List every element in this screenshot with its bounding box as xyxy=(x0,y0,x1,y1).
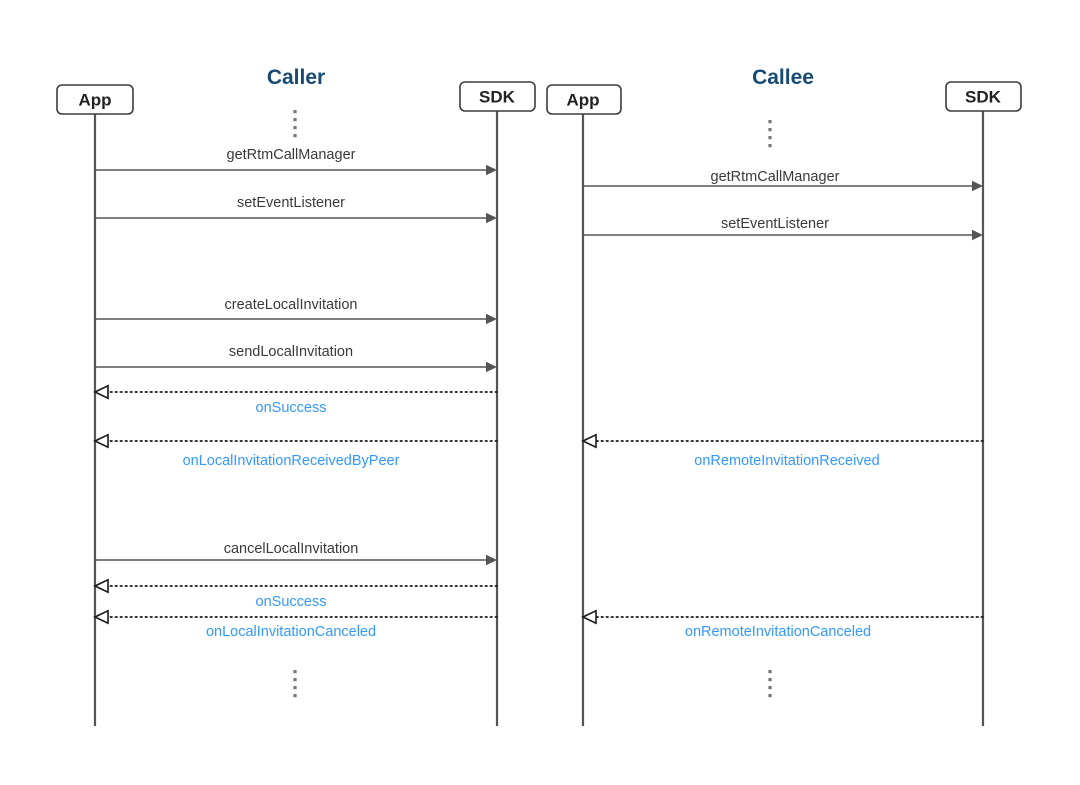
message-label: onLocalInvitationReceivedByPeer xyxy=(183,453,400,469)
ellipsis-dot xyxy=(293,678,297,682)
actor-box-rect[interactable] xyxy=(945,81,1022,112)
actor-label-text: App xyxy=(566,91,599,110)
message-label: cancelLocalInvitation xyxy=(224,541,359,557)
actor-callee-sdk[interactable]: SDK xyxy=(945,81,1022,112)
ellipsis-dot xyxy=(768,694,772,698)
message-label: getRtmCallManager xyxy=(711,169,840,185)
ellipsis-dot xyxy=(293,126,297,130)
ellipsis-dot xyxy=(293,110,297,114)
message-7-onSuccess[interactable]: onSuccess xyxy=(93,578,498,610)
message-label: sendLocalInvitation xyxy=(229,344,353,360)
ellipsis-dot xyxy=(768,136,772,140)
message-4-onSuccess[interactable]: onSuccess xyxy=(93,384,498,416)
message-arrowhead xyxy=(486,554,497,566)
message-8-onLocalInvitationCanceled[interactable]: onLocalInvitationCanceled xyxy=(93,609,498,640)
message-label: onSuccess xyxy=(256,400,327,416)
ellipsis-top-caller xyxy=(293,110,297,138)
message-label: onRemoteInvitationReceived xyxy=(694,453,879,469)
message-arrowhead xyxy=(93,384,109,400)
ellipsis-group xyxy=(293,110,772,698)
actor-label-text: SDK xyxy=(479,88,516,107)
message-label: onRemoteInvitationCanceled xyxy=(685,624,871,640)
actor-caller-sdk[interactable]: SDK xyxy=(459,81,536,112)
message-arrowhead xyxy=(93,433,109,449)
ellipsis-dot xyxy=(293,686,297,690)
message-arrowhead xyxy=(486,212,497,224)
lifeline-group xyxy=(93,111,985,726)
message-arrowhead xyxy=(486,361,497,373)
ellipsis-dot xyxy=(293,670,297,674)
message-arrowhead xyxy=(972,180,983,192)
message-3-sendLocalInvitation[interactable]: sendLocalInvitation xyxy=(95,344,497,373)
message-10-setEventListener[interactable]: setEventListener xyxy=(583,216,983,241)
message-0-getRtmCallManager[interactable]: getRtmCallManager xyxy=(95,147,497,176)
ellipsis-bottom-callee xyxy=(768,670,772,698)
actor-label-text: SDK xyxy=(965,88,1002,107)
ellipsis-dot xyxy=(768,120,772,124)
ellipsis-dot xyxy=(293,694,297,698)
message-6-cancelLocalInvitation[interactable]: cancelLocalInvitation xyxy=(95,541,497,566)
message-11-onRemoteInvitationReceived[interactable]: onRemoteInvitationReceived xyxy=(581,433,984,469)
actor-callee-app[interactable]: App xyxy=(546,84,622,115)
message-2-createLocalInvitation[interactable]: createLocalInvitation xyxy=(95,297,497,325)
ellipsis-top-callee xyxy=(768,120,772,148)
message-arrowhead xyxy=(93,609,109,625)
message-label: onSuccess xyxy=(256,594,327,610)
message-label: createLocalInvitation xyxy=(225,297,358,313)
message-9-getRtmCallManager[interactable]: getRtmCallManager xyxy=(583,169,983,192)
message-arrowhead xyxy=(581,433,597,449)
message-arrowhead xyxy=(972,229,983,241)
ellipsis-dot xyxy=(768,144,772,148)
message-arrowhead xyxy=(486,164,497,176)
actor-box-group: App SDK App SDK xyxy=(56,81,1022,115)
lane-title-caller: Caller xyxy=(267,66,325,89)
ellipsis-dot xyxy=(768,670,772,674)
message-label: getRtmCallManager xyxy=(227,147,356,163)
message-label: setEventListener xyxy=(721,216,829,232)
lane-title-group: Caller Callee xyxy=(267,66,814,89)
message-label: setEventListener xyxy=(237,195,345,211)
message-arrowhead xyxy=(486,313,497,325)
message-12-onRemoteInvitationCanceled[interactable]: onRemoteInvitationCanceled xyxy=(581,609,984,640)
actor-box-rect[interactable] xyxy=(56,84,134,115)
ellipsis-dot xyxy=(293,134,297,138)
actor-box-rect[interactable] xyxy=(546,84,622,115)
message-group: getRtmCallManager setEventListener createL… xyxy=(93,147,984,640)
message-arrowhead xyxy=(581,609,597,625)
message-label: onLocalInvitationCanceled xyxy=(206,624,376,640)
ellipsis-dot xyxy=(293,118,297,122)
ellipsis-dot xyxy=(768,686,772,690)
message-arrowhead xyxy=(93,578,109,594)
ellipsis-bottom-caller xyxy=(293,670,297,698)
message-1-setEventListener[interactable]: setEventListener xyxy=(95,195,497,224)
actor-caller-app[interactable]: App xyxy=(56,84,134,115)
lane-title-callee: Callee xyxy=(752,66,814,89)
ellipsis-dot xyxy=(768,128,772,132)
ellipsis-dot xyxy=(768,678,772,682)
message-5-onLocalInvitationReceivedByPeer[interactable]: onLocalInvitationReceivedByPeer xyxy=(93,433,498,469)
actor-box-rect[interactable] xyxy=(459,81,536,112)
actor-label-text: App xyxy=(78,91,111,110)
